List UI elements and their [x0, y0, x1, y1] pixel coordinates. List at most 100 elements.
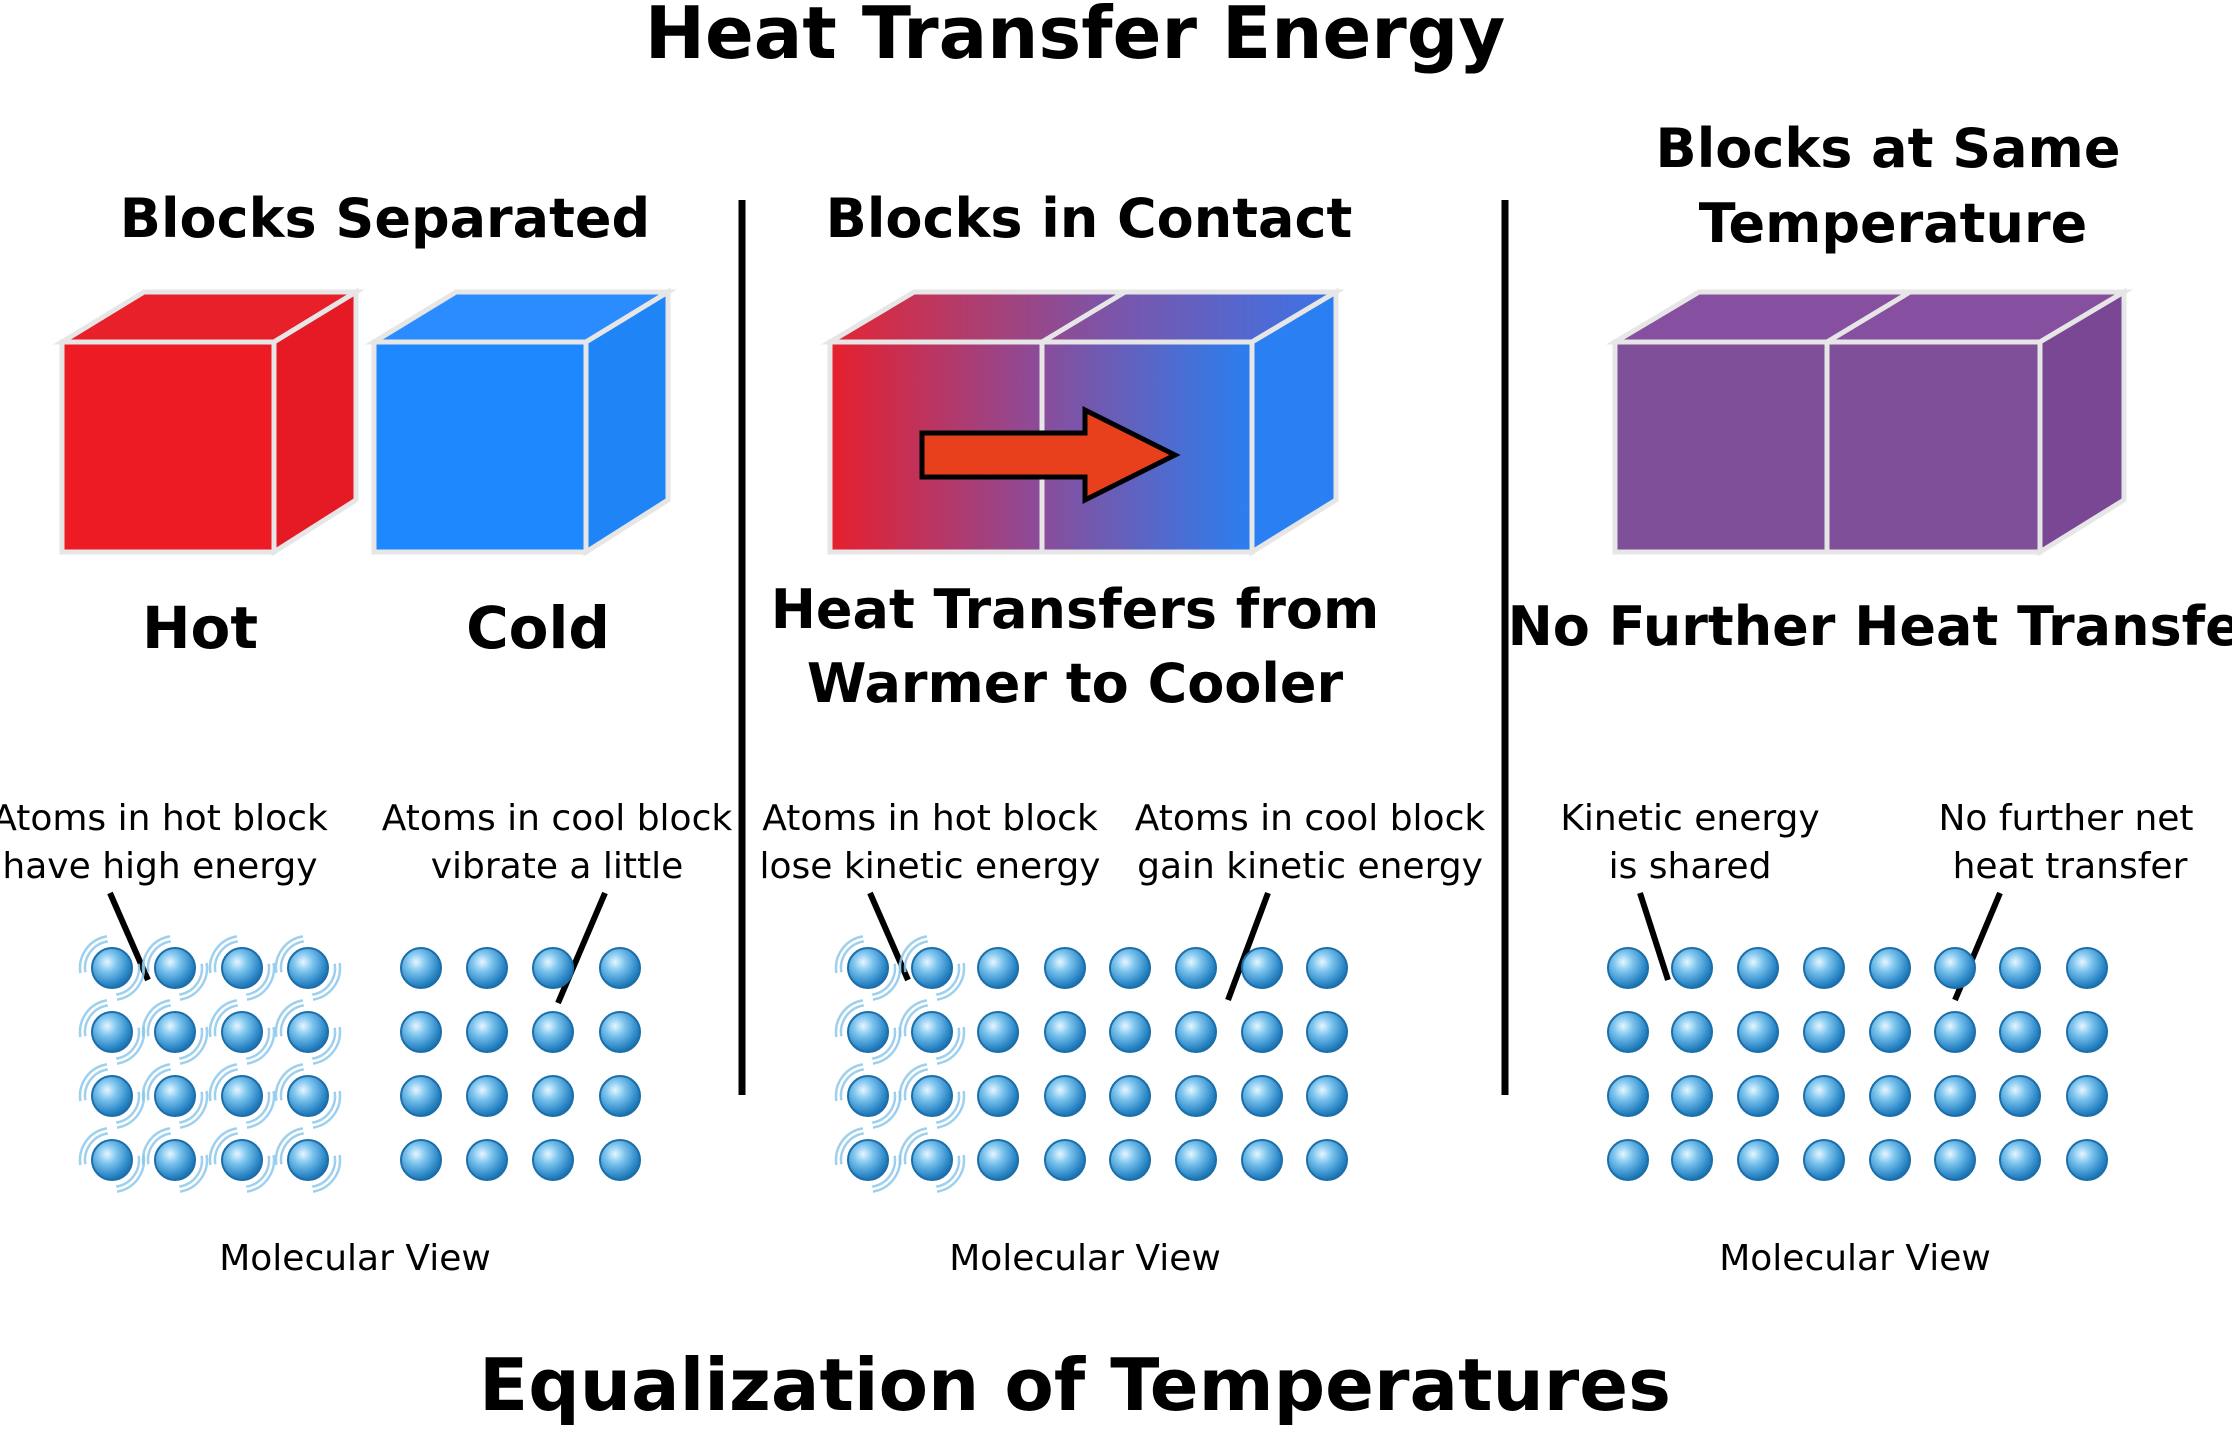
vibration-mark — [141, 935, 209, 1001]
vibration-mark — [208, 1063, 276, 1129]
atom — [1999, 947, 2041, 989]
vibration-mark — [898, 935, 966, 1001]
panel2-note-right-line1: Atoms in cool block — [1135, 798, 1486, 839]
atom — [532, 1011, 574, 1053]
atom — [1934, 1011, 1976, 1053]
atom — [1999, 1139, 2041, 1181]
diagram-footer: Equalization of Temperatures — [479, 1343, 1671, 1427]
atom — [1175, 947, 1217, 989]
panel2-label-line1: Heat Transfers from — [771, 578, 1380, 641]
atom — [1241, 1139, 1283, 1181]
atom — [1109, 1139, 1151, 1181]
atom — [1671, 1011, 1713, 1053]
vibration-mark — [274, 1127, 342, 1193]
vibration-mark — [141, 1063, 209, 1129]
atom — [1175, 1139, 1217, 1181]
atom — [2066, 1075, 2108, 1117]
atom — [1671, 1075, 1713, 1117]
atom — [911, 1139, 953, 1181]
atom — [2066, 1011, 2108, 1053]
atom — [977, 1011, 1019, 1053]
atom — [1737, 1139, 1779, 1181]
equal-temperature-blocks — [1605, 287, 2134, 557]
atom — [1044, 1139, 1086, 1181]
atom — [1175, 1011, 1217, 1053]
panel3-label: No Further Heat Transfer — [1508, 595, 2232, 658]
atom — [1109, 947, 1151, 989]
atom — [1869, 1011, 1911, 1053]
atom — [221, 1139, 263, 1181]
atom — [1044, 1075, 1086, 1117]
atom — [2066, 947, 2108, 989]
panel3-note-right-line1: No further net — [1938, 798, 2193, 839]
panel2-note-left-line2: lose kinetic energy — [760, 846, 1101, 887]
vibration-mark — [208, 999, 276, 1065]
atom — [599, 947, 641, 989]
panel2-label-line2: Warmer to Cooler — [807, 652, 1344, 715]
atom — [1306, 1011, 1348, 1053]
panel3-pointer-left — [1637, 892, 1671, 981]
atom — [1803, 1011, 1845, 1053]
atom — [1607, 947, 1649, 989]
atom — [599, 1075, 641, 1117]
atom — [1607, 1139, 1649, 1181]
atom — [466, 1075, 508, 1117]
atom — [911, 947, 953, 989]
atom — [1671, 947, 1713, 989]
atom — [1306, 1139, 1348, 1181]
atom — [91, 1075, 133, 1117]
atom — [1803, 1139, 1845, 1181]
atom — [1803, 1075, 1845, 1117]
atom — [154, 1075, 196, 1117]
vibration-mark — [78, 1063, 146, 1129]
atom — [1241, 1011, 1283, 1053]
atom — [400, 1139, 442, 1181]
hot-block — [53, 287, 365, 557]
atom — [1999, 1011, 2041, 1053]
diagram-title: Heat Transfer Energy — [645, 0, 1506, 75]
atom — [1671, 1139, 1713, 1181]
panel1-pointer-left — [107, 891, 151, 982]
panel3-note-left-line1: Kinetic energy — [1560, 798, 1819, 839]
atom — [1999, 1075, 2041, 1117]
panel2-heading: Blocks in Contact — [826, 187, 1353, 250]
atom — [466, 1011, 508, 1053]
vibration-mark — [141, 1127, 209, 1193]
atom — [911, 1011, 953, 1053]
atom — [466, 1139, 508, 1181]
atom — [847, 1139, 889, 1181]
atom — [847, 947, 889, 989]
heat-flow-arrow — [919, 405, 1181, 505]
atom — [847, 1011, 889, 1053]
panel2-note-right-line2: gain kinetic energy — [1137, 846, 1483, 887]
atom — [599, 1139, 641, 1181]
atom — [1306, 947, 1348, 989]
vibration-mark — [208, 935, 276, 1001]
panel1-note-left-line2: have high energy — [2, 846, 317, 887]
cold-label: Cold — [466, 594, 610, 662]
panel3-note-right-line2: heat transfer — [1953, 846, 2188, 887]
atom — [1934, 1075, 1976, 1117]
atom — [91, 1011, 133, 1053]
atom — [847, 1075, 889, 1117]
panel2-note-left-line1: Atoms in hot block — [762, 798, 1098, 839]
panel2-pointer-right — [1225, 891, 1271, 1002]
atom — [287, 1011, 329, 1053]
cold-block — [365, 287, 677, 557]
vibration-mark — [898, 999, 966, 1065]
atom — [1241, 1075, 1283, 1117]
atom — [532, 1075, 574, 1117]
atom — [287, 1139, 329, 1181]
panel2-pointer-left — [867, 891, 911, 982]
atom — [287, 947, 329, 989]
atom — [1607, 1011, 1649, 1053]
atom — [599, 1011, 641, 1053]
atom — [1109, 1075, 1151, 1117]
hot-label: Hot — [142, 594, 258, 662]
vibration-mark — [274, 935, 342, 1001]
atom — [91, 1139, 133, 1181]
contact-atoms-grid — [834, 935, 1348, 1193]
vibration-mark — [274, 1063, 342, 1129]
